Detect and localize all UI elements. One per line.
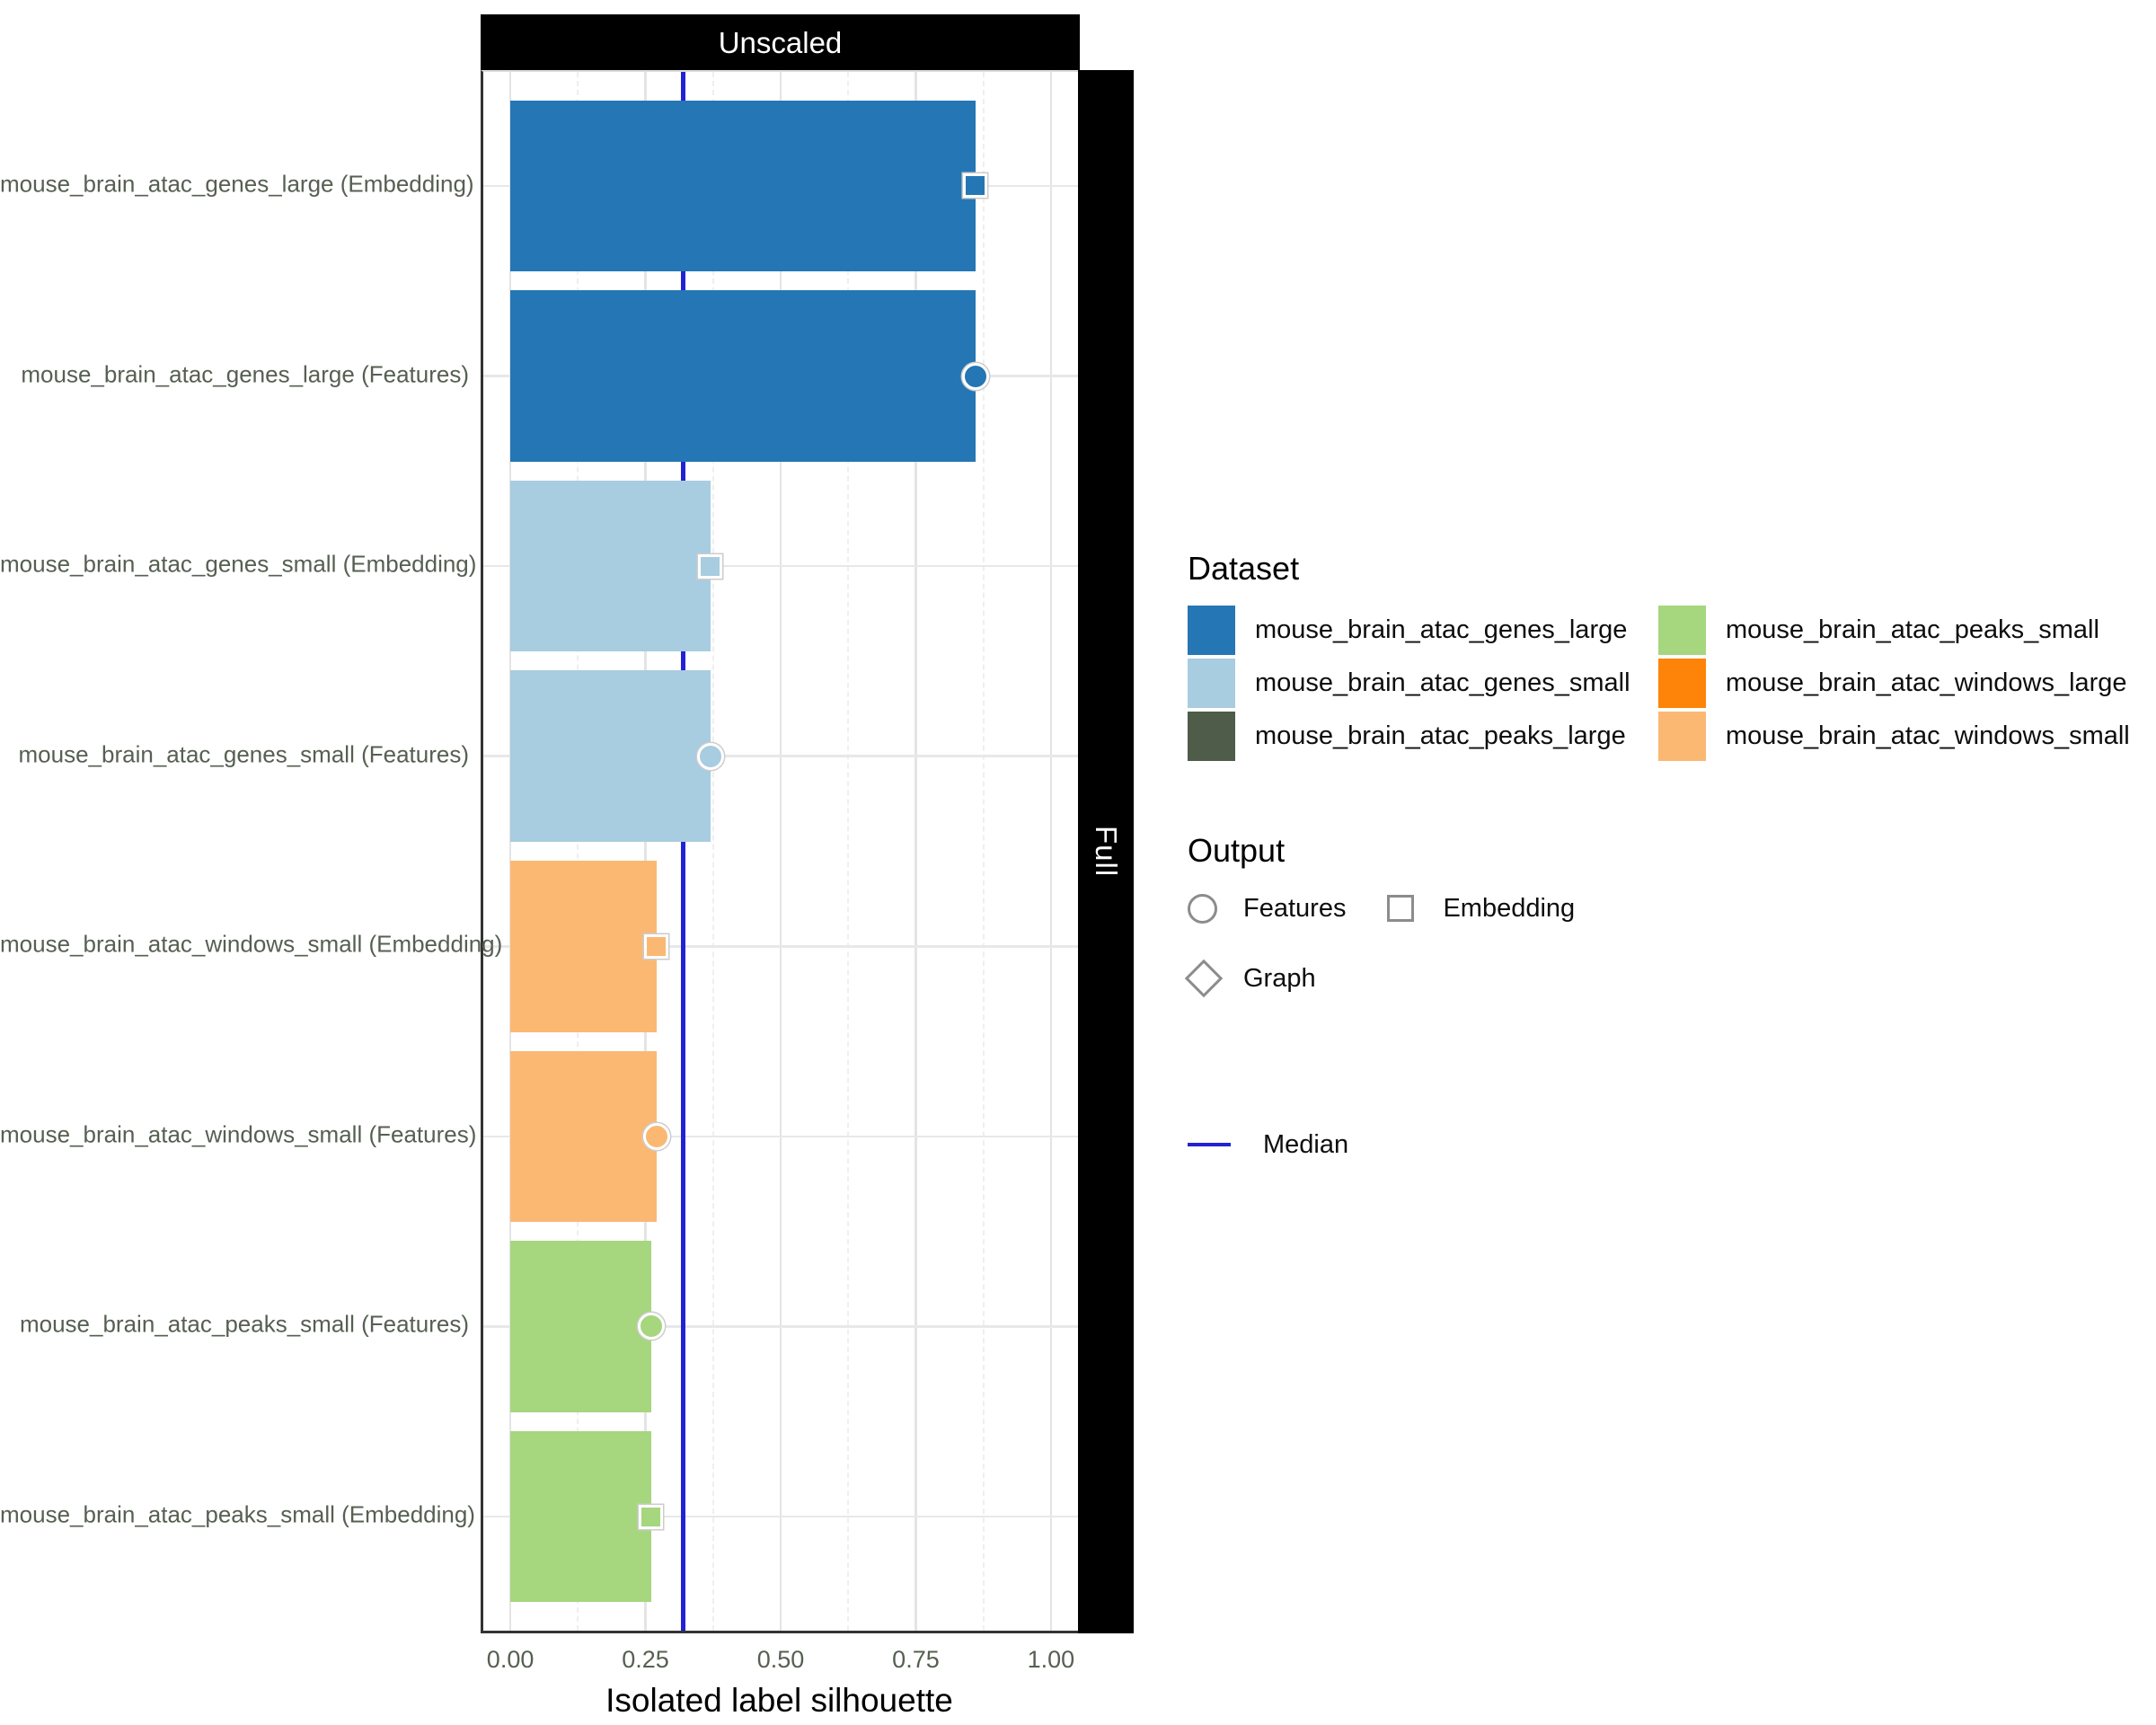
marker-circle xyxy=(696,742,724,770)
legend-output-row: Graph xyxy=(1184,943,2156,1013)
gridline-major xyxy=(644,72,647,1631)
legend-color-swatch xyxy=(1188,606,1235,655)
legend-color-swatch xyxy=(1658,712,1706,761)
y-axis-label: mouse_brain_atac_windows_small (Embeddin… xyxy=(0,930,503,958)
marker-square xyxy=(698,553,723,579)
bar xyxy=(510,861,657,1032)
marker-circle xyxy=(637,1313,665,1340)
y-axis-label: mouse_brain_atac_genes_small (Embedding) xyxy=(0,550,477,578)
gridline-row xyxy=(483,755,1078,757)
marker-circle xyxy=(961,362,989,390)
legend-output-label: Features xyxy=(1243,893,1347,923)
gridline-minor xyxy=(577,72,579,1631)
legend-color-swatch xyxy=(1188,712,1235,761)
legend-output-title: Output xyxy=(1188,832,1286,869)
bar xyxy=(510,480,711,652)
legend-dataset-title: Dataset xyxy=(1188,550,1300,587)
marker-circle xyxy=(642,1122,670,1150)
legend-dataset-label: mouse_brain_atac_peaks_large xyxy=(1255,721,1626,750)
gridline-row xyxy=(483,1135,1078,1138)
legend-symbol-cell xyxy=(1184,959,1243,998)
legend-dataset-label: mouse_brain_atac_genes_small xyxy=(1255,668,1630,697)
facet-strip-top: Unscaled xyxy=(481,14,1080,71)
legend-output-row: Features Embedding xyxy=(1188,873,2156,943)
y-axis-label: mouse_brain_atac_genes_large (Embedding) xyxy=(0,170,474,198)
y-axis-label: mouse_brain_atac_peaks_small (Features) xyxy=(19,1310,469,1338)
legend-dataset-item: mouse_brain_atac_windows_large xyxy=(1658,657,2156,710)
y-axis-label: mouse_brain_atac_peaks_small (Embedding) xyxy=(0,1500,475,1528)
median-line-key xyxy=(1188,1142,1231,1147)
gridline-row xyxy=(483,1325,1078,1328)
bar xyxy=(510,1241,651,1412)
legend-symbol-cell xyxy=(1387,895,1443,922)
legend-dataset-label: mouse_brain_atac_genes_large xyxy=(1255,615,1628,644)
legend-output-label: Graph xyxy=(1243,963,1316,993)
legend-color-swatch xyxy=(1658,659,1706,708)
bar xyxy=(510,1430,651,1603)
facet-strip-top-label: Unscaled xyxy=(718,25,843,59)
gridline-minor xyxy=(847,72,850,1631)
legend-dataset-item: mouse_brain_atac_windows_small xyxy=(1658,710,2156,763)
x-tick-label: 0.25 xyxy=(622,1646,669,1673)
marker-square xyxy=(639,1504,664,1529)
legend-median: Median xyxy=(1188,1125,1390,1164)
legend-output-label: Embedding xyxy=(1443,893,1576,923)
y-axis-label: mouse_brain_atac_windows_small (Features… xyxy=(0,1120,477,1148)
circle-icon xyxy=(1188,893,1217,924)
y-axis-label: mouse_brain_atac_genes_small (Features) xyxy=(18,740,470,768)
marker-square xyxy=(963,173,988,199)
facet-strip-right-label: Full xyxy=(1090,826,1123,878)
x-tick-label: 0.50 xyxy=(756,1646,805,1673)
legend-dataset-label: mouse_brain_atac_windows_small xyxy=(1726,721,2130,750)
x-tick-label: 1.00 xyxy=(1027,1646,1075,1673)
legend-color-swatch xyxy=(1658,606,1706,655)
legend-median-label: Median xyxy=(1263,1129,1349,1159)
y-axis-label: mouse_brain_atac_genes_large (Features) xyxy=(21,360,469,388)
legend-dataset-label: mouse_brain_atac_windows_large xyxy=(1726,668,2127,697)
gridline-minor xyxy=(982,72,985,1631)
gridline-major xyxy=(915,72,917,1631)
diamond-icon xyxy=(1184,959,1224,998)
square-icon xyxy=(1387,895,1415,922)
x-tick-label: 0.75 xyxy=(892,1646,940,1673)
x-tick-label: 0.00 xyxy=(486,1646,535,1673)
gridline-row xyxy=(483,1515,1078,1518)
legend-dataset-item: mouse_brain_atac_peaks_large xyxy=(1188,710,1658,763)
gridline-minor xyxy=(711,72,714,1631)
gridline-major xyxy=(779,72,782,1631)
legend-color-swatch xyxy=(1188,659,1235,708)
legend-dataset-item: mouse_brain_atac_genes_small xyxy=(1188,657,1658,710)
gridline-major xyxy=(508,72,512,1631)
bar xyxy=(510,670,711,842)
legend-dataset-item: mouse_brain_atac_peaks_small xyxy=(1658,604,2156,657)
plot-panel xyxy=(481,70,1078,1633)
gridline-row xyxy=(483,564,1078,568)
gridline-row xyxy=(483,945,1078,948)
legend-symbol-cell xyxy=(1188,893,1243,924)
legend-dataset-item: mouse_brain_atac_genes_large xyxy=(1188,604,1658,657)
legend-dataset-label: mouse_brain_atac_peaks_small xyxy=(1726,615,2099,644)
bar xyxy=(510,100,976,272)
x-axis-title: Isolated label silhouette xyxy=(605,1682,953,1719)
bar xyxy=(510,290,976,462)
median-line xyxy=(681,72,685,1631)
gridline-major xyxy=(1049,72,1053,1631)
facet-strip-right: Full xyxy=(1078,70,1134,1633)
legend-dataset: mouse_brain_atac_genes_large mouse_brain_… xyxy=(1188,604,2156,763)
marker-square xyxy=(644,933,669,959)
bar xyxy=(510,1050,657,1223)
